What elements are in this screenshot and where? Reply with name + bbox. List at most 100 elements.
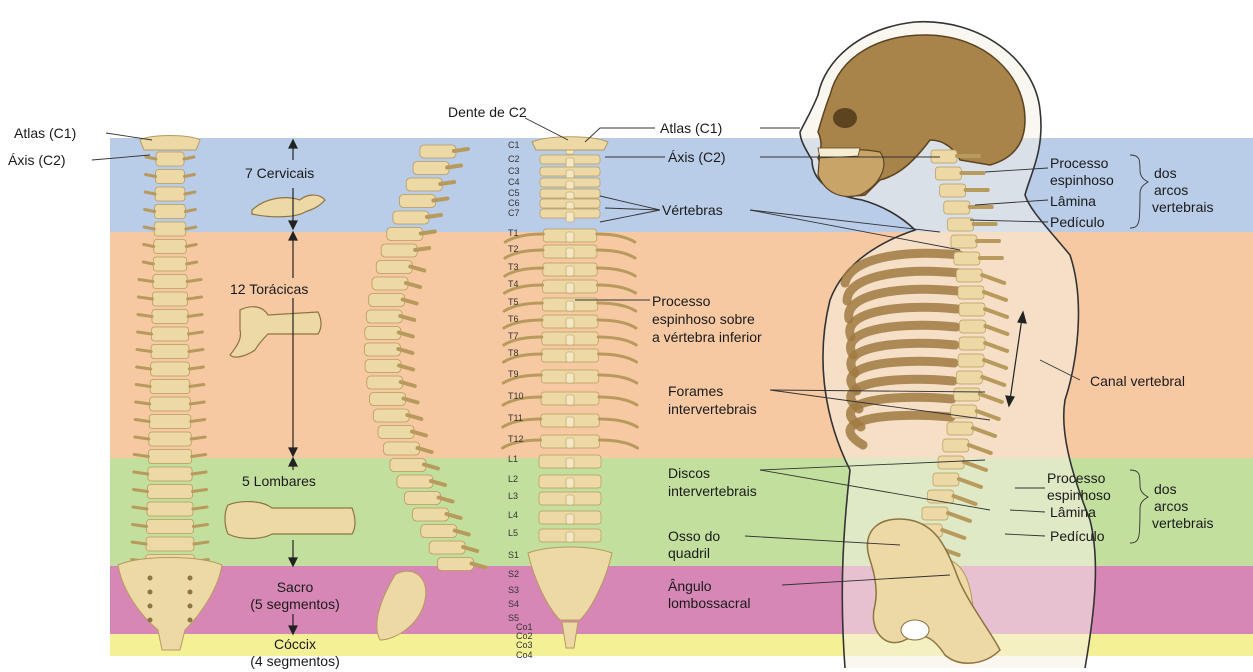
vertebra-label-l4: L4	[508, 510, 518, 520]
left-atlas-label: Atlas (C1)	[14, 125, 76, 141]
angle-label-1: Ângulo	[668, 578, 712, 594]
ant-vertebra	[147, 520, 194, 534]
skull-teeth	[818, 148, 860, 158]
side-vertebra	[413, 162, 449, 175]
ant-vertebra	[148, 450, 191, 464]
region-cervical-label: 7 Cervicais	[245, 165, 314, 181]
post-spinous	[566, 495, 574, 505]
lat-vertebra	[959, 337, 985, 350]
vertebra-label-l5: L5	[508, 528, 518, 538]
side-vertebra	[405, 492, 441, 505]
side-vertebra	[373, 409, 409, 422]
ant-vertebra	[148, 467, 192, 481]
lat-vertebra	[947, 422, 973, 435]
region-sacral-label-2: (5 segmentos)	[225, 596, 365, 612]
ant-vertebra	[151, 362, 190, 376]
vertebra-label-t7: T7	[508, 331, 519, 341]
ant-vertebra	[156, 152, 184, 166]
vertebra-label-s3: S3	[508, 585, 519, 595]
ant-vertebra	[153, 275, 187, 289]
region-sacral-label-1: Sacro	[240, 579, 350, 595]
post-spinous	[566, 283, 574, 293]
lat-vertebra	[938, 456, 964, 469]
lat-vertebra	[948, 218, 974, 231]
vertebra-label-s4: S4	[508, 599, 519, 609]
vertebra-label-l3: L3	[508, 491, 518, 501]
lower-spinous-label-2: espinhoso	[1047, 487, 1111, 503]
lat-vertebra	[959, 320, 985, 333]
lat-vertebra	[933, 473, 959, 486]
lat-vertebra	[959, 303, 985, 316]
side-vertebra	[365, 327, 401, 340]
ant-vertebra	[156, 170, 185, 184]
vertebra-label-t3: T3	[508, 262, 519, 272]
side-vertebra	[378, 426, 414, 439]
vertebra-label-co4: Co4	[516, 650, 533, 660]
lat-vertebra	[940, 184, 966, 197]
posterior-atlas-label: Atlas (C1)	[660, 120, 722, 136]
lat-vertebra	[958, 354, 984, 367]
lat-vertebra	[954, 388, 980, 401]
post-spinous	[566, 417, 574, 427]
post-spinous	[566, 373, 574, 383]
band-thoracic	[110, 232, 1253, 458]
hip-label-1: Osso do	[668, 528, 720, 544]
vertebrae-label: Vértebras	[662, 202, 723, 218]
canal-label: Canal vertebral	[1090, 373, 1185, 389]
angle-label-2: lombossacral	[668, 595, 750, 611]
vertebra-label-c3: C3	[508, 166, 520, 176]
vertebra-label-t1: T1	[508, 228, 519, 238]
side-vertebra	[367, 376, 403, 389]
post-spinous	[566, 158, 574, 168]
post-spinous	[566, 212, 574, 222]
side-vertebra	[390, 459, 426, 472]
side-vertebra	[399, 195, 435, 208]
side-vertebra	[369, 294, 405, 307]
ant-vertebra	[150, 380, 190, 394]
ant-atlas	[140, 136, 200, 151]
post-spinous	[566, 318, 574, 328]
side-vertebra	[384, 442, 420, 455]
side-process	[427, 215, 441, 217]
upper-group-label-3: vertebrais	[1152, 199, 1213, 215]
discs-label-1: Discos	[668, 465, 710, 481]
side-process	[447, 166, 461, 168]
vertebra-label-c5: C5	[508, 188, 520, 198]
upper-lamina-label: Lâmina	[1050, 193, 1096, 209]
lower-pedicle-label: Pedículo	[1050, 528, 1104, 544]
skull-orbit	[833, 108, 857, 128]
ant-sacral-foramen	[148, 576, 153, 581]
side-vertebra	[429, 541, 465, 554]
region-thoracic-label: 12 Torácicas	[230, 281, 308, 297]
vertebra-label-c4: C4	[508, 177, 520, 187]
spinous-over-label-1: Processo	[652, 293, 710, 309]
ant-vertebra	[152, 327, 189, 341]
ant-vertebra	[147, 485, 192, 499]
ant-vertebra	[152, 292, 187, 306]
ant-sacral-foramen	[148, 590, 153, 595]
side-vertebra	[438, 558, 474, 571]
lat-vertebra	[951, 235, 977, 248]
side-process	[421, 232, 435, 234]
side-vertebra	[365, 360, 401, 373]
post-atlas	[532, 137, 608, 150]
post-spinous	[566, 458, 574, 468]
vertebra-label-l1: L1	[508, 454, 518, 464]
ant-vertebra	[149, 432, 191, 446]
post-spinous	[566, 335, 574, 345]
ant-vertebra	[152, 310, 188, 324]
foramina-label-2: intervertebrais	[668, 401, 757, 417]
post-spinous	[566, 248, 574, 258]
vertebra-label-l2: L2	[508, 474, 518, 484]
lower-group-label-1: dos	[1154, 481, 1177, 497]
ant-vertebra	[147, 502, 193, 516]
lat-vertebra	[944, 201, 970, 214]
upper-group-label-1: dos	[1154, 165, 1177, 181]
side-vertebra	[393, 211, 429, 224]
post-spinous	[566, 232, 574, 242]
vertebra-label-s1: S1	[508, 550, 519, 560]
discs-label-2: intervertebrais	[668, 483, 757, 499]
ant-vertebra	[146, 537, 194, 551]
